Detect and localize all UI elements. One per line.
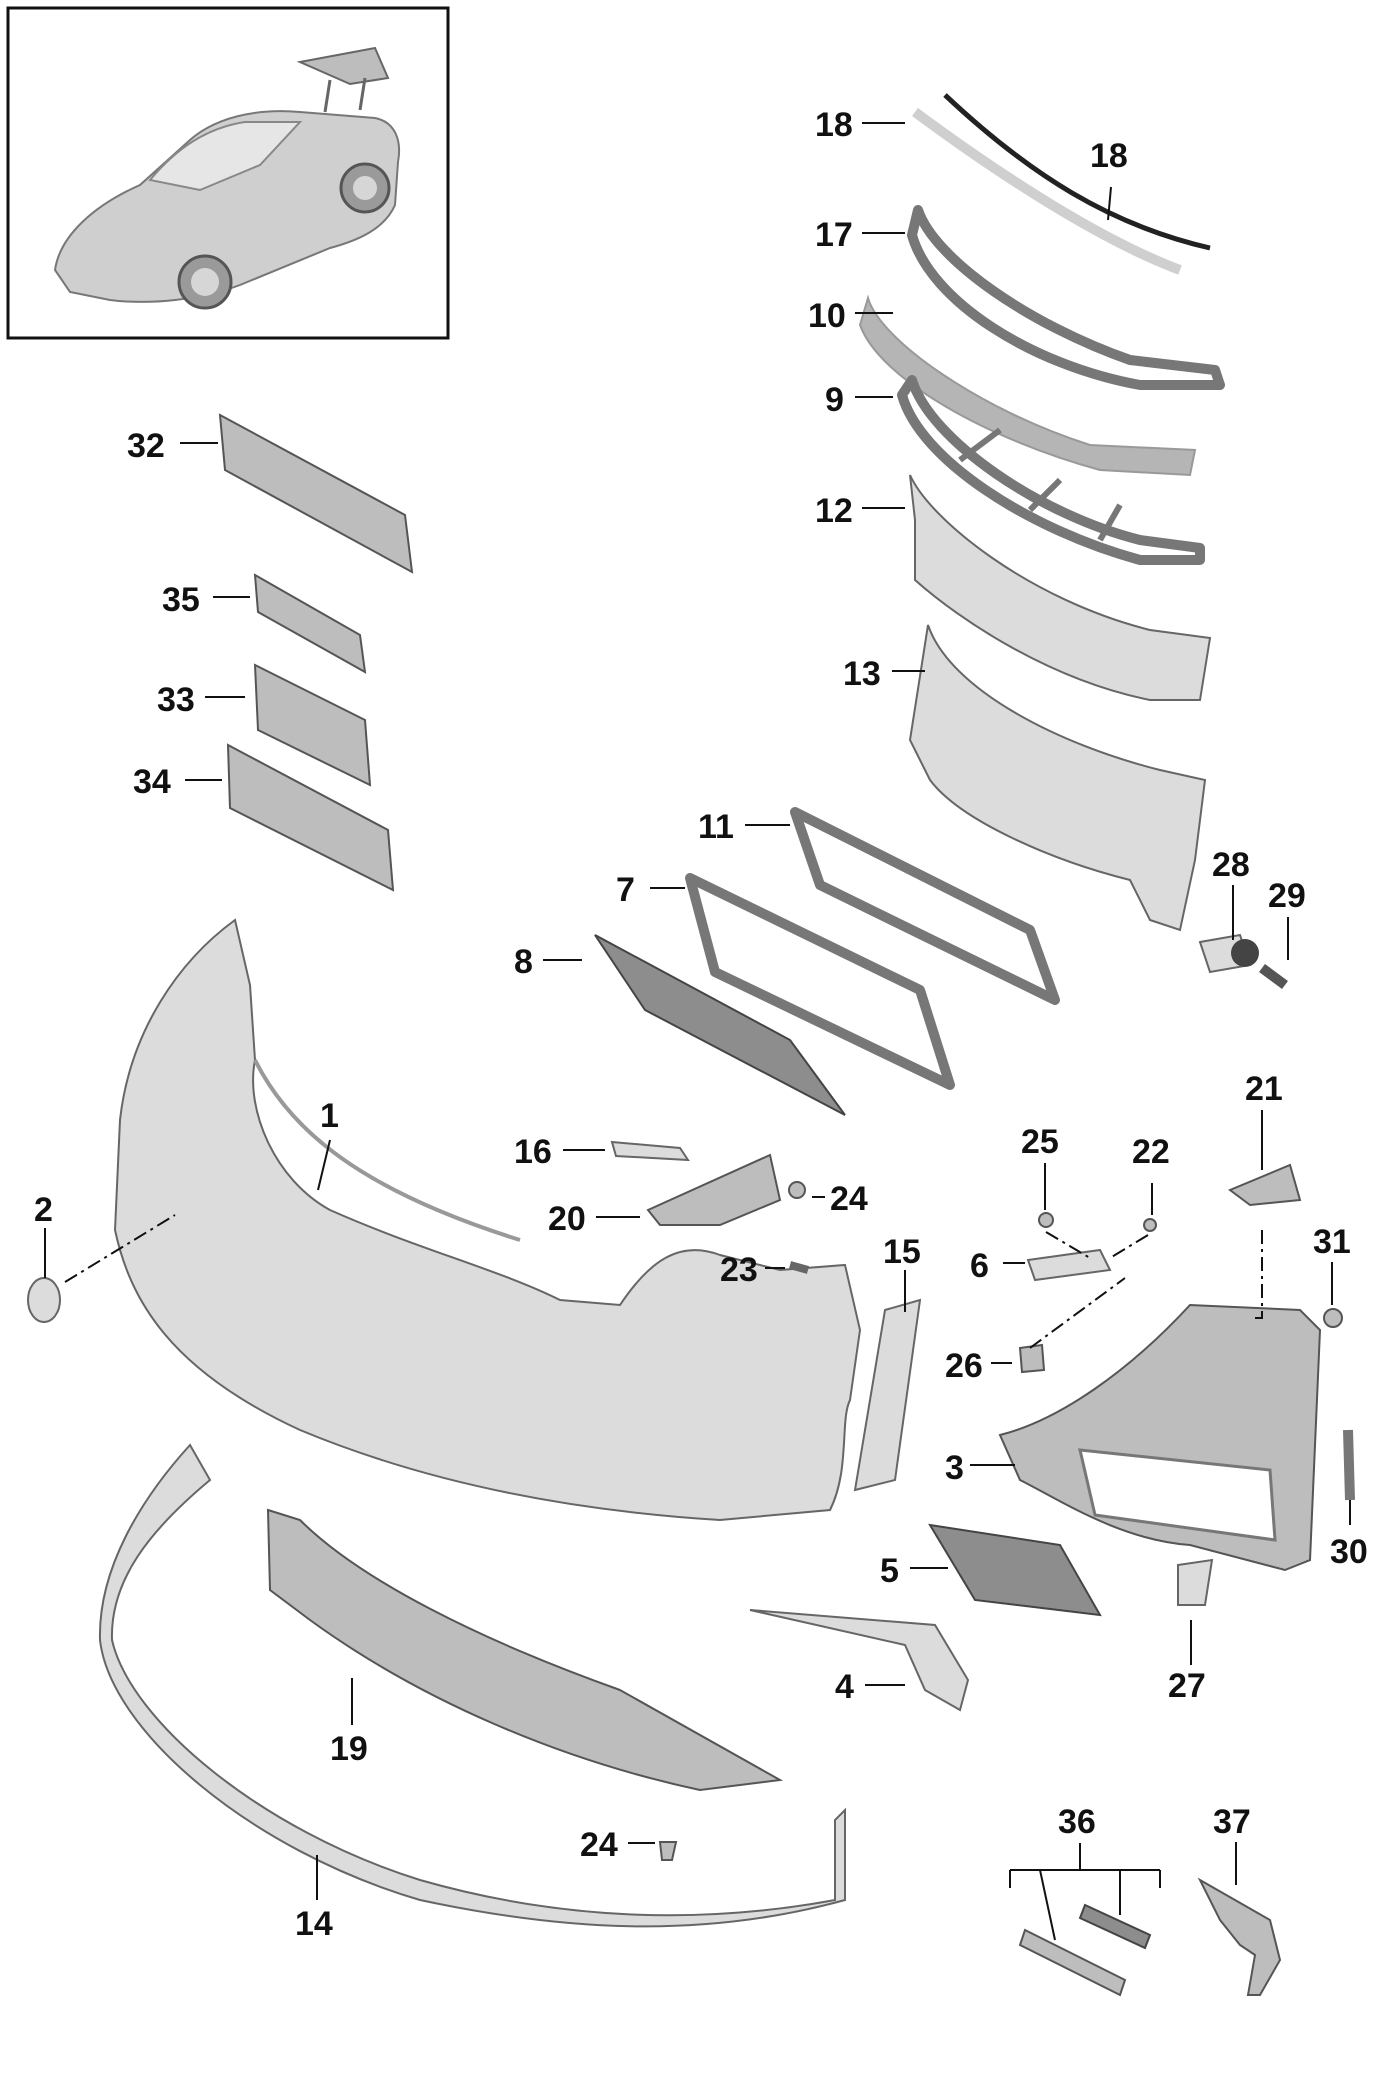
callout-22: 22 xyxy=(1132,1133,1170,1171)
vehicle-inset xyxy=(6,6,450,340)
callout-24-lower: 24 xyxy=(580,1826,618,1864)
callout-2: 2 xyxy=(34,1191,53,1229)
callout-17: 17 xyxy=(815,216,853,254)
callout-36: 36 xyxy=(1058,1803,1096,1841)
screw-29 xyxy=(1259,963,1288,990)
callout-13: 13 xyxy=(843,655,881,693)
callout-10: 10 xyxy=(808,297,846,335)
callout-7: 7 xyxy=(616,871,635,909)
callout-18-upper: 18 xyxy=(815,106,853,144)
trim-strip-15 xyxy=(853,1298,922,1492)
license-plate-holder-35 xyxy=(253,573,367,674)
license-plate-holder-32 xyxy=(218,413,414,574)
callout-37: 37 xyxy=(1213,1803,1251,1841)
callout-9: 9 xyxy=(825,381,844,419)
license-plate-holder-34 xyxy=(226,743,395,892)
callout-8: 8 xyxy=(514,943,533,981)
tow-eye-cover xyxy=(27,1277,61,1323)
air-intake-frame xyxy=(907,205,1225,390)
callout-6: 6 xyxy=(970,1247,989,1285)
adhesive-set xyxy=(1018,1928,1127,1997)
callout-14: 14 xyxy=(295,1905,333,1943)
callout-35: 35 xyxy=(162,581,200,619)
callout-11: 11 xyxy=(698,808,734,846)
callout-1: 1 xyxy=(320,1097,339,1135)
air-duct xyxy=(908,624,1207,932)
grille-frame xyxy=(790,807,1060,1005)
callout-19: 19 xyxy=(330,1730,368,1768)
callout-27: 27 xyxy=(1168,1667,1206,1705)
callout-18-lower: 18 xyxy=(1090,137,1128,175)
callout-34: 34 xyxy=(133,763,171,801)
nut-24-upper xyxy=(788,1181,806,1199)
callout-31: 31 xyxy=(1313,1223,1351,1261)
bracket-20 xyxy=(646,1153,782,1226)
screw-25 xyxy=(1038,1212,1054,1228)
callout-26: 26 xyxy=(945,1347,983,1385)
grille-insert xyxy=(594,934,846,1116)
strip-18-inner xyxy=(912,107,1182,275)
intake-mesh xyxy=(858,294,1197,477)
callout-4: 4 xyxy=(835,1668,854,1706)
callout-30: 30 xyxy=(1330,1533,1368,1571)
callout-15: 15 xyxy=(883,1233,921,1271)
callout-33: 33 xyxy=(157,681,195,719)
front-spoiler-lip xyxy=(98,1443,846,1928)
callout-3: 3 xyxy=(945,1449,964,1487)
callout-25: 25 xyxy=(1021,1123,1059,1161)
bracket-6 xyxy=(1026,1248,1112,1282)
clip-16 xyxy=(610,1140,690,1162)
callout-5: 5 xyxy=(880,1552,899,1590)
clip-26 xyxy=(1018,1343,1046,1374)
bumper-cover xyxy=(113,918,862,1522)
applicator-gun xyxy=(1197,1877,1282,1996)
trim-4 xyxy=(749,1609,970,1712)
callout-12: 12 xyxy=(815,492,853,530)
side-grille xyxy=(928,1523,1102,1617)
callout-16: 16 xyxy=(514,1133,552,1171)
seal-30 xyxy=(1343,1429,1355,1501)
license-plate-holder-33 xyxy=(253,663,372,787)
callout-29: 29 xyxy=(1268,877,1306,915)
callout-21: 21 xyxy=(1245,1070,1283,1108)
grille-center xyxy=(685,873,955,1090)
bracket-21 xyxy=(1228,1163,1302,1207)
screw-23 xyxy=(788,1261,810,1274)
screw-22 xyxy=(1143,1218,1157,1232)
callout-24-upper: 24 xyxy=(830,1180,868,1218)
clip-27 xyxy=(1177,1558,1214,1606)
air-guide xyxy=(909,474,1212,701)
callout-32: 32 xyxy=(127,427,165,465)
callout-23: 23 xyxy=(720,1251,758,1289)
strip-18-outer xyxy=(943,93,1211,251)
underbody-panel xyxy=(266,1508,784,1792)
intake-grille xyxy=(897,375,1205,565)
callout-28: 28 xyxy=(1212,846,1250,884)
nut-31 xyxy=(1323,1308,1343,1328)
nut-24-lower xyxy=(658,1841,678,1861)
callout-20: 20 xyxy=(548,1200,586,1238)
